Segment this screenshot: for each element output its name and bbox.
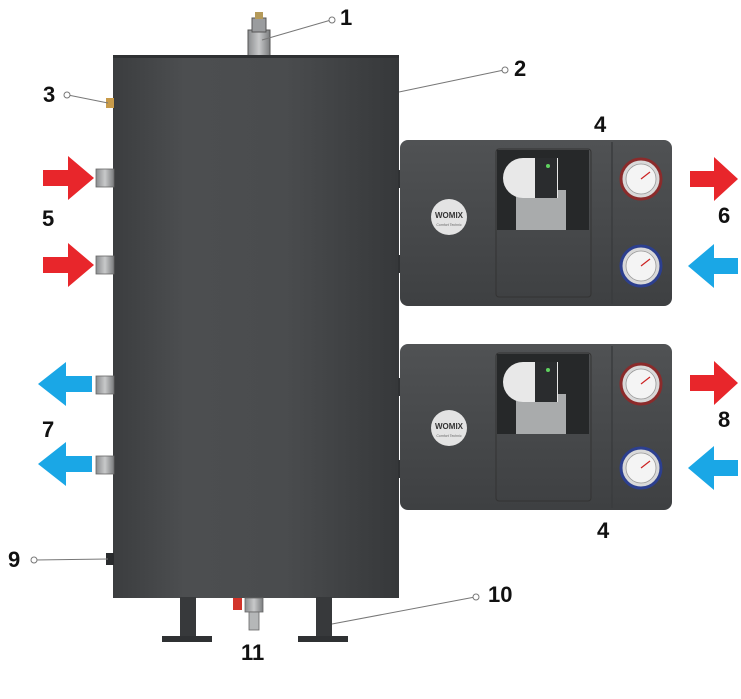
logo-tagline: Comfort Technic bbox=[436, 223, 461, 227]
callout-6: 6 bbox=[718, 203, 731, 228]
leader-dot-3 bbox=[63, 91, 71, 99]
tank-leg-left bbox=[162, 597, 212, 642]
thermometer-return bbox=[619, 446, 663, 490]
thermometer-return bbox=[619, 244, 663, 288]
callout-2: 2 bbox=[514, 56, 527, 81]
pump-module-top: WOMIX Comfort Technic bbox=[398, 140, 672, 306]
leader-line-10 bbox=[331, 596, 476, 625]
leader-dot-2 bbox=[501, 66, 509, 74]
pump-module-bottom: WOMIX Comfort Technic bbox=[398, 344, 672, 510]
callout-5: 5 bbox=[42, 206, 55, 231]
arrow-left-icon bbox=[38, 442, 92, 486]
buffer-tank bbox=[113, 55, 399, 598]
thermometer-supply bbox=[619, 362, 663, 406]
tank-port-supply-1 bbox=[95, 168, 115, 188]
leader-dot-1 bbox=[328, 16, 336, 24]
leader-lines bbox=[30, 16, 509, 625]
callout-4-bottom: 4 bbox=[597, 518, 610, 543]
tank-port-return-2 bbox=[95, 455, 115, 475]
leader-line-2 bbox=[398, 69, 505, 93]
arrow-right-icon bbox=[43, 156, 94, 200]
arrow-right-icon bbox=[690, 361, 738, 405]
arrow-right-icon bbox=[43, 243, 94, 287]
leader-line-1 bbox=[261, 19, 332, 41]
leader-dot-9 bbox=[30, 556, 38, 564]
leader-dot-10 bbox=[472, 593, 480, 601]
leader-line-9 bbox=[34, 558, 109, 561]
bottom-drain-fitting bbox=[233, 597, 264, 631]
callout-8: 8 bbox=[718, 407, 731, 432]
logo-brand: WOMIX bbox=[435, 422, 464, 431]
callout-11: 11 bbox=[241, 640, 265, 665]
arrow-left-icon bbox=[688, 244, 738, 288]
circulation-pump bbox=[497, 354, 589, 434]
callout-7: 7 bbox=[42, 417, 55, 442]
logo-tagline: Comfort Technic bbox=[436, 434, 461, 438]
leader-line-3 bbox=[67, 94, 109, 104]
tank-port-return-1 bbox=[95, 375, 115, 395]
arrow-left-icon bbox=[38, 362, 92, 406]
circulation-pump bbox=[497, 150, 589, 230]
tank-port-supply-2 bbox=[95, 255, 115, 275]
tank-leg-right bbox=[298, 597, 348, 642]
arrow-right-icon bbox=[690, 157, 738, 201]
sensor-port-3 bbox=[106, 98, 114, 108]
callout-9: 9 bbox=[8, 547, 21, 572]
thermometer-supply bbox=[619, 157, 663, 201]
callout-4-top: 4 bbox=[594, 112, 607, 137]
logo-brand: WOMIX bbox=[435, 211, 464, 220]
arrow-left-icon bbox=[688, 446, 738, 490]
callout-3: 3 bbox=[43, 82, 56, 107]
womix-logo: WOMIX Comfort Technic bbox=[431, 199, 467, 235]
callout-1: 1 bbox=[340, 5, 353, 30]
top-air-vent-fitting bbox=[247, 12, 271, 57]
drain-port-9 bbox=[106, 553, 114, 565]
womix-logo: WOMIX Comfort Technic bbox=[431, 410, 467, 446]
callout-10: 10 bbox=[488, 582, 513, 607]
